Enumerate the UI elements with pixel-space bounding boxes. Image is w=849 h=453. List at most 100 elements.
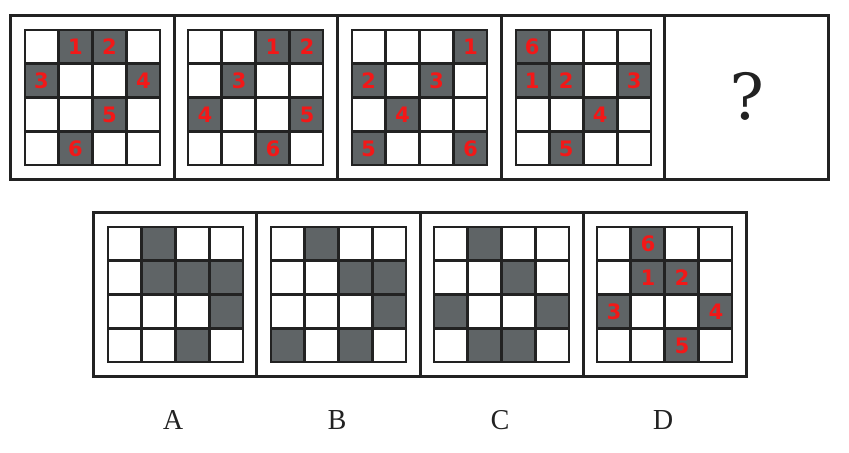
option-d-label[interactable]: D <box>652 405 674 436</box>
shaded-cell: 2 <box>666 262 698 293</box>
empty-cell <box>305 296 337 327</box>
shaded-cell: 5 <box>352 133 384 164</box>
empty-cell <box>537 330 569 361</box>
shaded-cell: 1 <box>632 262 664 293</box>
question-mark: ? <box>729 60 764 135</box>
shaded-cell: 1 <box>59 31 91 62</box>
shaded-cell: 4 <box>189 99 221 130</box>
empty-cell <box>700 228 732 259</box>
option-a-label[interactable]: A <box>162 405 184 436</box>
empty-cell <box>420 99 452 130</box>
empty-cell <box>618 99 650 130</box>
empty-cell <box>598 228 630 259</box>
shaded-cell: 1 <box>516 65 548 96</box>
option-c-label[interactable]: C <box>490 405 510 436</box>
empty-cell <box>632 296 664 327</box>
shaded-cell: 5 <box>666 330 698 361</box>
shaded-cell: 6 <box>257 133 289 164</box>
shaded-cell <box>305 228 337 259</box>
shaded-cell: 4 <box>127 65 159 96</box>
empty-cell <box>25 133 57 164</box>
shaded-cell <box>271 330 303 361</box>
question-panel-unknown: ? <box>666 17 827 178</box>
empty-cell <box>223 99 255 130</box>
shaded-cell: 1 <box>257 31 289 62</box>
empty-cell <box>291 133 323 164</box>
shaded-cell <box>176 262 208 293</box>
empty-cell <box>550 99 582 130</box>
empty-cell <box>339 296 371 327</box>
empty-cell <box>108 262 140 293</box>
empty-cell <box>537 228 569 259</box>
shaded-cell: 5 <box>93 99 125 130</box>
empty-cell <box>435 228 467 259</box>
option-b-label[interactable]: B <box>327 405 347 436</box>
shaded-cell <box>339 330 371 361</box>
empty-cell <box>598 330 630 361</box>
empty-cell <box>271 228 303 259</box>
shaded-cell: 2 <box>550 65 582 96</box>
empty-cell <box>271 262 303 293</box>
empty-cell <box>223 31 255 62</box>
empty-cell <box>127 31 159 62</box>
empty-cell <box>108 330 140 361</box>
empty-cell <box>176 228 208 259</box>
empty-cell <box>176 296 208 327</box>
empty-cell <box>598 262 630 293</box>
empty-cell <box>386 65 418 96</box>
empty-cell <box>435 262 467 293</box>
empty-cell <box>189 133 221 164</box>
empty-cell <box>305 262 337 293</box>
shaded-cell: 3 <box>618 65 650 96</box>
empty-cell <box>584 65 616 96</box>
empty-cell <box>93 65 125 96</box>
shaded-cell: 6 <box>59 133 91 164</box>
empty-cell <box>420 31 452 62</box>
shaded-cell <box>435 296 467 327</box>
empty-cell <box>584 133 616 164</box>
shaded-cell: 3 <box>25 65 57 96</box>
empty-cell <box>469 262 501 293</box>
option-b-panel[interactable] <box>258 214 422 375</box>
empty-cell <box>142 296 174 327</box>
shaded-cell: 4 <box>386 99 418 130</box>
empty-cell <box>386 133 418 164</box>
empty-cell <box>210 330 242 361</box>
empty-cell <box>618 133 650 164</box>
shaded-cell <box>339 262 371 293</box>
empty-cell <box>25 99 57 130</box>
shaded-cell <box>210 296 242 327</box>
empty-cell <box>435 330 467 361</box>
shaded-cell <box>469 330 501 361</box>
shaded-cell <box>210 262 242 293</box>
shaded-cell <box>373 296 405 327</box>
empty-cell <box>210 228 242 259</box>
shaded-cell: 5 <box>550 133 582 164</box>
option-a-panel[interactable] <box>95 214 259 375</box>
empty-cell <box>93 133 125 164</box>
empty-cell <box>189 65 221 96</box>
empty-cell <box>537 262 569 293</box>
shaded-cell <box>142 228 174 259</box>
empty-cell <box>127 133 159 164</box>
shaded-cell: 4 <box>700 296 732 327</box>
shaded-cell: 5 <box>291 99 323 130</box>
shaded-cell: 2 <box>352 65 384 96</box>
empty-cell <box>503 296 535 327</box>
empty-cell <box>108 228 140 259</box>
empty-cell <box>454 65 486 96</box>
empty-cell <box>127 99 159 130</box>
empty-cell <box>700 330 732 361</box>
empty-cell <box>618 31 650 62</box>
option-c-panel[interactable] <box>422 214 585 375</box>
cell-grid <box>106 226 244 363</box>
